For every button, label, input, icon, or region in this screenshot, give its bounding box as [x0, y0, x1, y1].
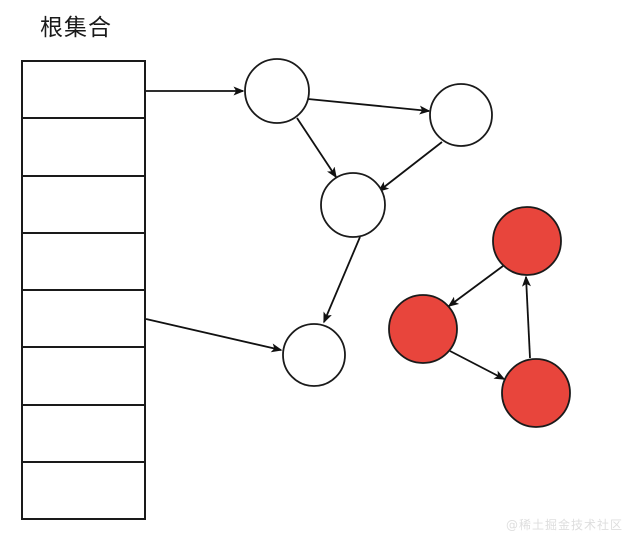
root-set-cell-1[interactable] — [23, 62, 144, 120]
edge-node2-to-node3 — [377, 141, 443, 192]
garbage-nodes-group — [388, 206, 571, 428]
watermark: @稀土掘金技术社区 — [505, 518, 623, 532]
edge-root5-to-node4 — [145, 318, 283, 353]
garbage-node-2[interactable] — [388, 294, 458, 364]
edges-group — [145, 86, 531, 380]
edge-node1-to-node2 — [307, 98, 431, 115]
root-set-table — [21, 60, 146, 520]
reachable-node-2[interactable] — [429, 83, 493, 147]
garbage-node-3[interactable] — [501, 358, 571, 428]
reachable-node-1[interactable] — [244, 58, 310, 124]
root-set-cell-2[interactable] — [23, 119, 144, 177]
root-set-cell-6[interactable] — [23, 348, 144, 406]
root-set-cell-3[interactable] — [23, 176, 144, 234]
edge-node3-to-node4 — [323, 236, 361, 324]
garbage-node-1[interactable] — [492, 206, 562, 276]
reachable-node-4[interactable] — [282, 323, 346, 387]
page-title: 根集合 — [40, 15, 112, 41]
edge-node1-to-node3 — [296, 117, 337, 179]
root-set-cell-4[interactable] — [23, 233, 144, 291]
edge-garbage1-to-garbage2 — [447, 265, 504, 307]
edge-garbage3-to-garbage1 — [521, 275, 531, 359]
edge-garbage2-to-garbage3 — [449, 350, 506, 380]
reachable-node-3[interactable] — [320, 172, 386, 238]
root-set-cell-5[interactable] — [23, 291, 144, 349]
root-set-cell-8[interactable] — [23, 462, 144, 518]
reachable-nodes-group — [244, 58, 493, 387]
root-set-cell-7[interactable] — [23, 405, 144, 463]
